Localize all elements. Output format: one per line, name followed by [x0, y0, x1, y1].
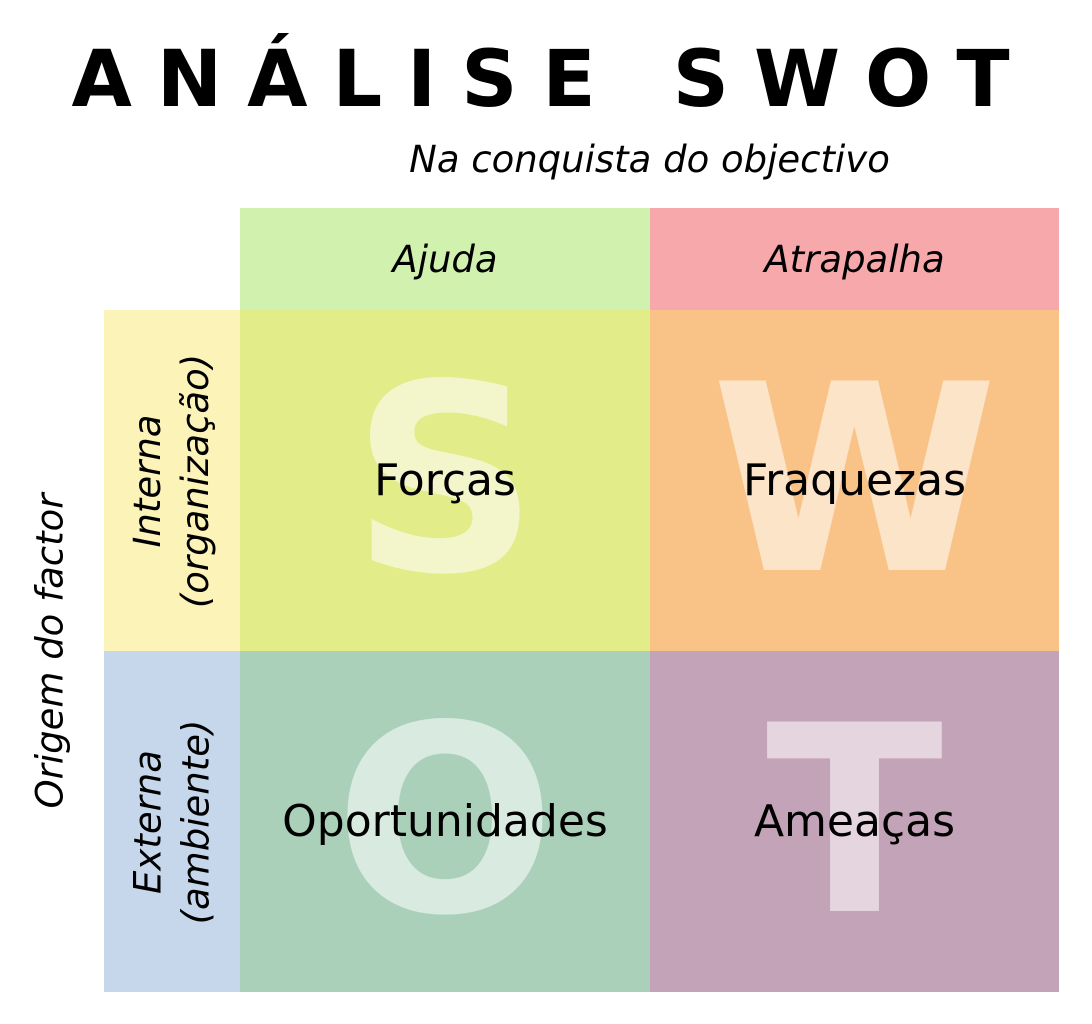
row-header-internal: Interna (organização)	[104, 310, 240, 651]
row-axis-label: Origem do factor	[20, 310, 80, 992]
opportunities-letter: O	[334, 670, 556, 973]
column-header-helps-label: Ajuda	[392, 237, 498, 281]
column-header-helps: Ajuda	[240, 208, 650, 310]
threats-label: Ameaças	[753, 796, 956, 847]
row-header-external: Externa (ambiente)	[104, 651, 240, 992]
column-header-hurts-label: Atrapalha	[764, 237, 945, 281]
quadrant-opportunities: O Oportunidades	[240, 651, 650, 992]
column-header-hurts: Atrapalha	[650, 208, 1059, 310]
strengths-letter: S	[351, 329, 539, 632]
threats-letter: T	[765, 670, 944, 973]
row-header-external-line2: (ambiente)	[174, 719, 217, 924]
opportunities-label: Oportunidades	[282, 796, 608, 847]
row-header-internal-line1: Interna	[126, 414, 170, 547]
row-axis-label-text: Origem do factor	[28, 493, 72, 809]
row-header-internal-line2: (organização)	[174, 353, 218, 608]
page-title: ANÁLISE SWOT	[71, 35, 1035, 125]
subtitle: Na conquista do objectivo	[409, 138, 890, 181]
quadrant-strengths: S Forças	[240, 310, 650, 651]
quadrant-weaknesses: W Fraquezas	[650, 310, 1059, 651]
weaknesses-letter: W	[711, 329, 998, 632]
row-header-external-line1: Externa	[126, 749, 169, 894]
weaknesses-label: Fraquezas	[742, 455, 967, 506]
strengths-label: Forças	[374, 455, 516, 506]
quadrant-threats: T Ameaças	[650, 651, 1059, 992]
